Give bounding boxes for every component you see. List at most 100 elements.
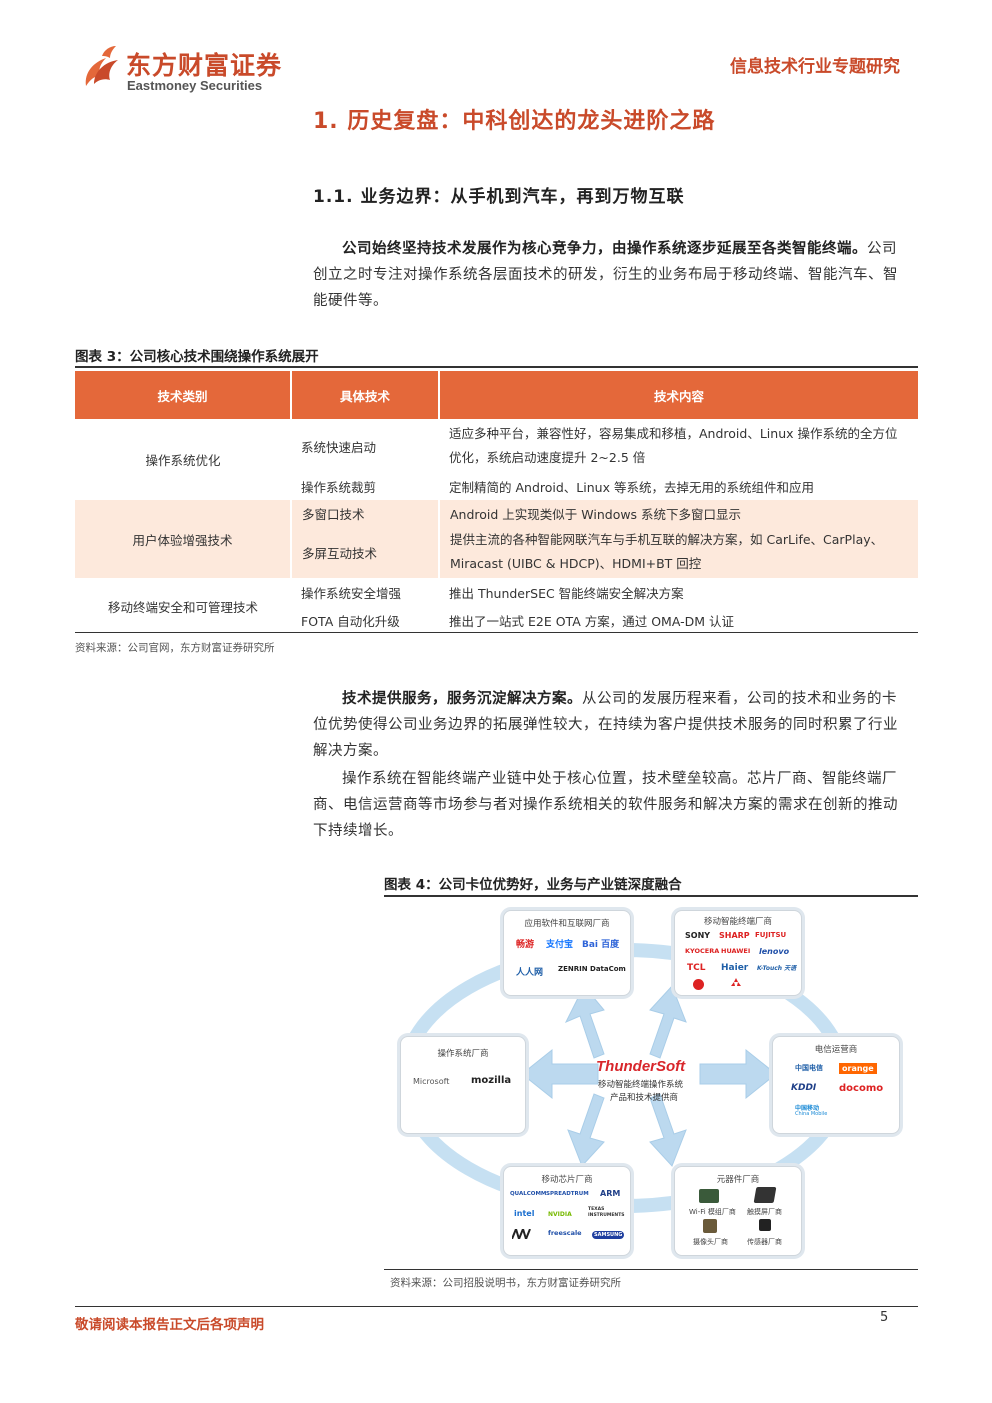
company-logo: [80, 44, 124, 90]
brand-docomo: docomo: [839, 1083, 884, 1094]
ecosystem-diagram: ThunderSoft 移动智能终端操作系统 产品和技术提供商 应用软件和互联网…: [384, 898, 918, 1268]
center-caption-line2: 产品和技术提供商: [610, 1093, 679, 1103]
brand-texas-instruments: TEXAS INSTRUMENTS: [588, 1207, 625, 1218]
brand-renren: 人人网: [516, 968, 544, 978]
logo-flame-icon: [85, 46, 118, 86]
table-header-row: 技术类别 具体技术 技术内容: [75, 371, 918, 419]
logo-chinese-text: 东方财富证券: [126, 51, 283, 80]
content-cell: 推出 ThunderSEC 智能终端安全解决方案: [439, 578, 918, 606]
brand-kyocera: KYOCERA: [685, 947, 720, 955]
card-telecom-operators: 电信运营商 中国电信 orange KDDI docomo 中国移动 China…: [772, 1036, 900, 1134]
brand-tcl: TCL: [687, 963, 706, 973]
content-cell: 提供主流的各种智能网联汽车与手机互联的解决方案，如 CarLife、CarPla…: [438, 526, 918, 578]
card-title: 电信运营商: [814, 1045, 858, 1055]
touchscreen-icon: [753, 1187, 777, 1203]
paragraph-intro-lead: 公司始终坚持技术发展作为核心竞争力，由操作系统逐步延展至各类智能终端。: [342, 241, 867, 257]
page-number: 5: [880, 1310, 889, 1325]
brand-haier: Haier: [721, 963, 749, 973]
brand-sharp: SHARP: [719, 931, 750, 940]
section-heading: 1. 历史复盘：中科创达的龙头进阶之路: [313, 109, 716, 134]
paragraph-intro-body: 公司创立之时专注对操作系统各层面技术的研发，衍生的业务布局于移动终端、智能汽车、…: [313, 241, 898, 309]
brand-spreadtrum: SPREADTRUM: [546, 1191, 589, 1197]
card-title: 操作系统厂商: [437, 1049, 489, 1059]
card-title: 移动芯片厂商: [541, 1175, 593, 1185]
arrow-right: [699, 1048, 777, 1100]
arrow-down-left: [567, 1093, 605, 1167]
paragraph-services-body: 从公司的发展历程来看，公司的技术和业务的卡位优势使得公司业务边界的拓展弹性较大，…: [313, 691, 898, 759]
tech-cell: 系统快速启动: [291, 419, 439, 473]
brand-ktouch: K-Touch 天语: [757, 965, 797, 972]
center-caption-line1: 移动智能终端操作系统: [598, 1080, 684, 1090]
arrow-up-left: [564, 985, 605, 1059]
tech-cell: FOTA 自动化升级: [291, 606, 439, 634]
figure3-title: 图表 3：公司核心技术围绕操作系统展开: [75, 349, 319, 365]
marvell-icon: [512, 1229, 531, 1239]
paragraph-services-lead: 技术提供服务，服务沉淀解决方案。: [342, 691, 582, 707]
tech-cell: 操作系统安全增强: [291, 578, 439, 606]
brand-baidu: Bai 百度: [582, 940, 620, 950]
category-cell: 移动终端安全和可管理技术: [75, 578, 291, 634]
wifi-module-icon: [699, 1189, 719, 1203]
table-row: 操作系统裁剪 定制精简的 Android、Linux 等系统，去掉无用的系统组件…: [75, 473, 918, 500]
brand-mozilla: mozilla: [471, 1075, 512, 1086]
brand-alipay: 支付宝: [546, 940, 574, 950]
table-row: 用户体验增强技术 多窗口技术 Android 上实现类似于 Windows 系统…: [75, 500, 918, 578]
brand-nvidia: NVIDIA: [548, 1211, 572, 1218]
motorola-icon: [693, 979, 704, 990]
table-header-cell: 具体技术: [291, 371, 440, 419]
component-label: 传感器厂商: [747, 1238, 782, 1246]
table-header-cell: 技术类别: [75, 371, 292, 419]
brand-kddi: KDDI: [791, 1083, 817, 1093]
brand-orange: orange: [839, 1063, 877, 1074]
component-label: 触摸屏厂商: [747, 1208, 782, 1216]
component-label: Wi-Fi 模组厂商: [689, 1208, 736, 1216]
table-row: 多屏互动技术 提供主流的各种智能网联汽车与手机互联的解决方案，如 CarLife…: [75, 526, 918, 578]
brand-microsoft: Microsoft: [413, 1077, 450, 1086]
card-title: 移动智能终端厂商: [703, 917, 772, 927]
figure4-top-rule: [384, 895, 918, 897]
footer-rule: [75, 1306, 918, 1307]
brand-sony: SONY: [685, 931, 711, 940]
brand-samsung: SAMSUNG: [592, 1231, 625, 1239]
table-row: FOTA 自动化升级 推出了一站式 E2E OTA 方案，通过 OMA-DM 认…: [75, 606, 918, 634]
card-title: 元器件厂商: [716, 1175, 760, 1185]
content-cell: 适应多种平台，兼容性好，容易集成和移植，Android、Linux 操作系统的全…: [439, 419, 918, 473]
card-component-vendors: 元器件厂商 Wi-Fi 模组厂商 触摸屏厂商 摄像头厂商 传感器厂商: [674, 1166, 802, 1256]
table-row: 移动终端安全和可管理技术 操作系统安全增强 推出 ThunderSEC 智能终端…: [75, 578, 918, 634]
card-os-vendors: 操作系统厂商 Microsoft mozilla: [400, 1036, 526, 1134]
figure4-bottom-rule: [384, 1269, 918, 1270]
content-cell: Android 上实现类似于 Windows 系统下多窗口显示: [438, 500, 918, 526]
brand-zenrin: ZENRIN DataCom: [558, 965, 626, 973]
brand-qualcomm: QUALCOMM: [510, 1191, 547, 1197]
tech-cell: 操作系统裁剪: [291, 473, 439, 500]
figure3-bottom-rule: [75, 632, 918, 633]
arrow-up-right: [649, 985, 687, 1059]
thundersoft-logo: ThunderSoft: [596, 1058, 686, 1075]
figure4-title: 图表 4：公司卡位优势好，业务与产业链深度融合: [384, 877, 682, 893]
table-header-cell: 技术内容: [439, 371, 918, 419]
paragraph-core-position: 操作系统在智能终端产业链中处于核心位置，技术壁垒较高。芯片厂商、智能终端厂商、电…: [313, 771, 898, 839]
tech-cell: 多窗口技术: [290, 500, 439, 526]
brand-china-mobile-en: China Mobile: [795, 1111, 828, 1117]
arrow-down-right: [649, 1093, 687, 1167]
brand-huawei: HUAWEI: [721, 947, 751, 955]
brand-lenovo: lenovo: [759, 947, 790, 956]
content-cell: 推出了一站式 E2E OTA 方案，通过 OMA-DM 认证: [439, 606, 918, 634]
card-title: 应用软件和互联网厂商: [524, 919, 610, 929]
brand-fujitsu: FUJITSU: [755, 931, 787, 939]
brand-intel: intel: [514, 1209, 535, 1218]
figure4-source: 资料来源：公司招股说明书，东方财富证券研究所: [390, 1277, 621, 1289]
brand-china-telecom: 中国电信: [795, 1064, 823, 1072]
category-cell: 操作系统优化: [75, 419, 291, 500]
arrow-left: [521, 1048, 599, 1100]
brand-china-mobile: 中国移动: [795, 1105, 820, 1112]
sensor-icon: [759, 1219, 771, 1231]
report-type: 信息技术行业专题研究: [730, 57, 900, 77]
brand-arm: ARM: [600, 1189, 621, 1198]
card-device-vendors: 移动智能终端厂商 SONY SHARP FUJITSU KYOCERA HUAW…: [674, 910, 802, 996]
core-tech-table: 技术类别 具体技术 技术内容 操作系统优化 系统快速启动 适应多种平台，兼容性好…: [75, 371, 918, 634]
subsection-heading: 1.1. 业务边界：从手机到汽车，再到万物互联: [313, 187, 685, 207]
tech-cell: 多屏互动技术: [290, 526, 439, 578]
category-cell: 用户体验增强技术: [75, 500, 291, 578]
figure3-source: 资料来源：公司官网，东方财富证券研究所: [75, 642, 275, 654]
